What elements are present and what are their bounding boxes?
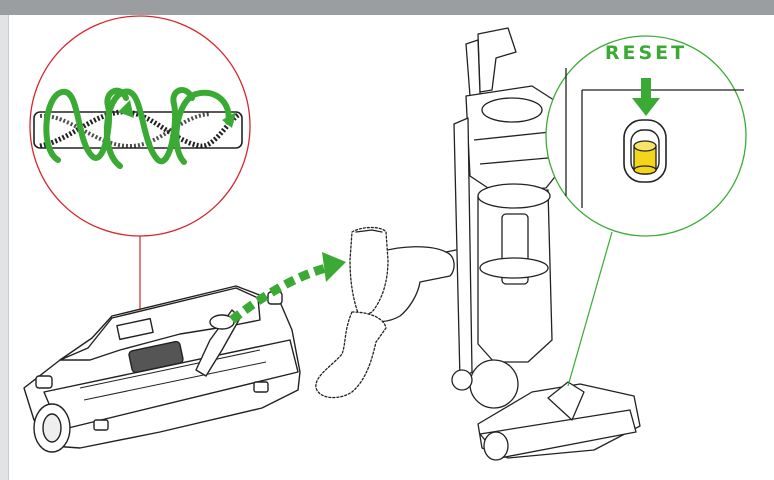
callout-leader-green bbox=[567, 231, 613, 387]
vacuum-side-wheel bbox=[451, 369, 473, 391]
brushbar-callout bbox=[29, 15, 251, 376]
dashed-arrow-shaft bbox=[229, 263, 328, 324]
down-arrow-icon bbox=[632, 78, 660, 116]
brush-rail bbox=[79, 349, 261, 389]
vacuum-spine bbox=[453, 117, 473, 381]
reset-label: RESET bbox=[604, 42, 688, 64]
brushbar-bristles-back bbox=[39, 112, 211, 149]
sock bbox=[315, 311, 387, 399]
vacuum-cyclone-ring bbox=[473, 131, 551, 141]
reset-button-base bbox=[633, 165, 657, 175]
cleaner-head-clip-left bbox=[35, 375, 53, 389]
cleaner-head-clip-front-2 bbox=[253, 381, 269, 393]
cleaner-head-wheel-hub bbox=[42, 413, 62, 443]
left-margin-line bbox=[8, 15, 9, 480]
cleaner-head-illustration bbox=[23, 285, 301, 453]
left-margin bbox=[0, 15, 8, 480]
reset-callout bbox=[545, 35, 747, 387]
vacuum-handle bbox=[477, 27, 517, 93]
hair-arrowhead-2 bbox=[222, 112, 236, 128]
reset-button bbox=[633, 140, 657, 175]
vacuum-cleaner-head-wheel bbox=[483, 431, 509, 461]
down-arrow-shaft bbox=[641, 78, 651, 100]
brush-rail-2 bbox=[83, 361, 267, 401]
hair-strand-1 bbox=[43, 87, 129, 163]
glove bbox=[349, 226, 389, 319]
vacuum-wand bbox=[465, 39, 481, 97]
vacuum-bin-top bbox=[477, 183, 551, 209]
reset-button-top bbox=[633, 140, 657, 152]
hand-with-sock-illustration bbox=[315, 226, 457, 399]
hair-arrowhead-1 bbox=[118, 100, 134, 118]
tangled-brushbar-icon bbox=[33, 87, 243, 169]
cleaner-head-clip-front-1 bbox=[93, 419, 109, 431]
vacuum-cyclone-ring-2 bbox=[479, 157, 549, 165]
brushbar-bristles bbox=[39, 109, 242, 149]
vacuum-ball bbox=[469, 359, 519, 409]
brushbar-cylinder bbox=[33, 111, 243, 149]
vacuum-upright-illustration bbox=[451, 27, 641, 461]
cleaner-head-label-plate bbox=[116, 317, 154, 341]
hair-strand-2 bbox=[104, 87, 195, 169]
dashed-arrow-head bbox=[322, 252, 346, 282]
wrist-line bbox=[445, 249, 457, 253]
vacuum-neck bbox=[547, 381, 585, 421]
glove-cuff bbox=[355, 229, 383, 233]
top-bar bbox=[0, 0, 774, 15]
cleaner-head-top-plate bbox=[59, 287, 261, 361]
brushbar-in-head bbox=[128, 340, 184, 374]
vacuum-cyclone-top bbox=[481, 97, 543, 123]
vacuum-bin-band bbox=[479, 257, 549, 279]
dashed-arrow-icon bbox=[229, 252, 346, 324]
hair-strand-3 bbox=[173, 89, 232, 165]
down-arrow-head bbox=[632, 98, 660, 116]
